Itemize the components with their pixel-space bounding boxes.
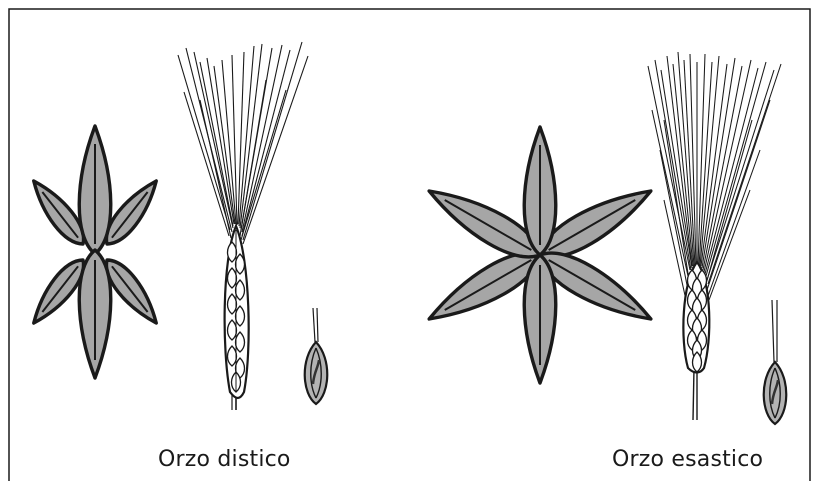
six-row-spike-icon xyxy=(648,52,781,420)
two-row-spike-icon xyxy=(178,42,308,410)
two-row-grain-icon xyxy=(305,308,328,404)
two-row-cross-section-icon xyxy=(25,126,165,378)
caption-six-row-barley: Orzo esastico xyxy=(612,447,763,472)
caption-two-row-barley: Orzo distico xyxy=(158,447,291,472)
six-row-cross-section-icon xyxy=(421,127,658,383)
six-row-grain-icon xyxy=(764,300,787,424)
